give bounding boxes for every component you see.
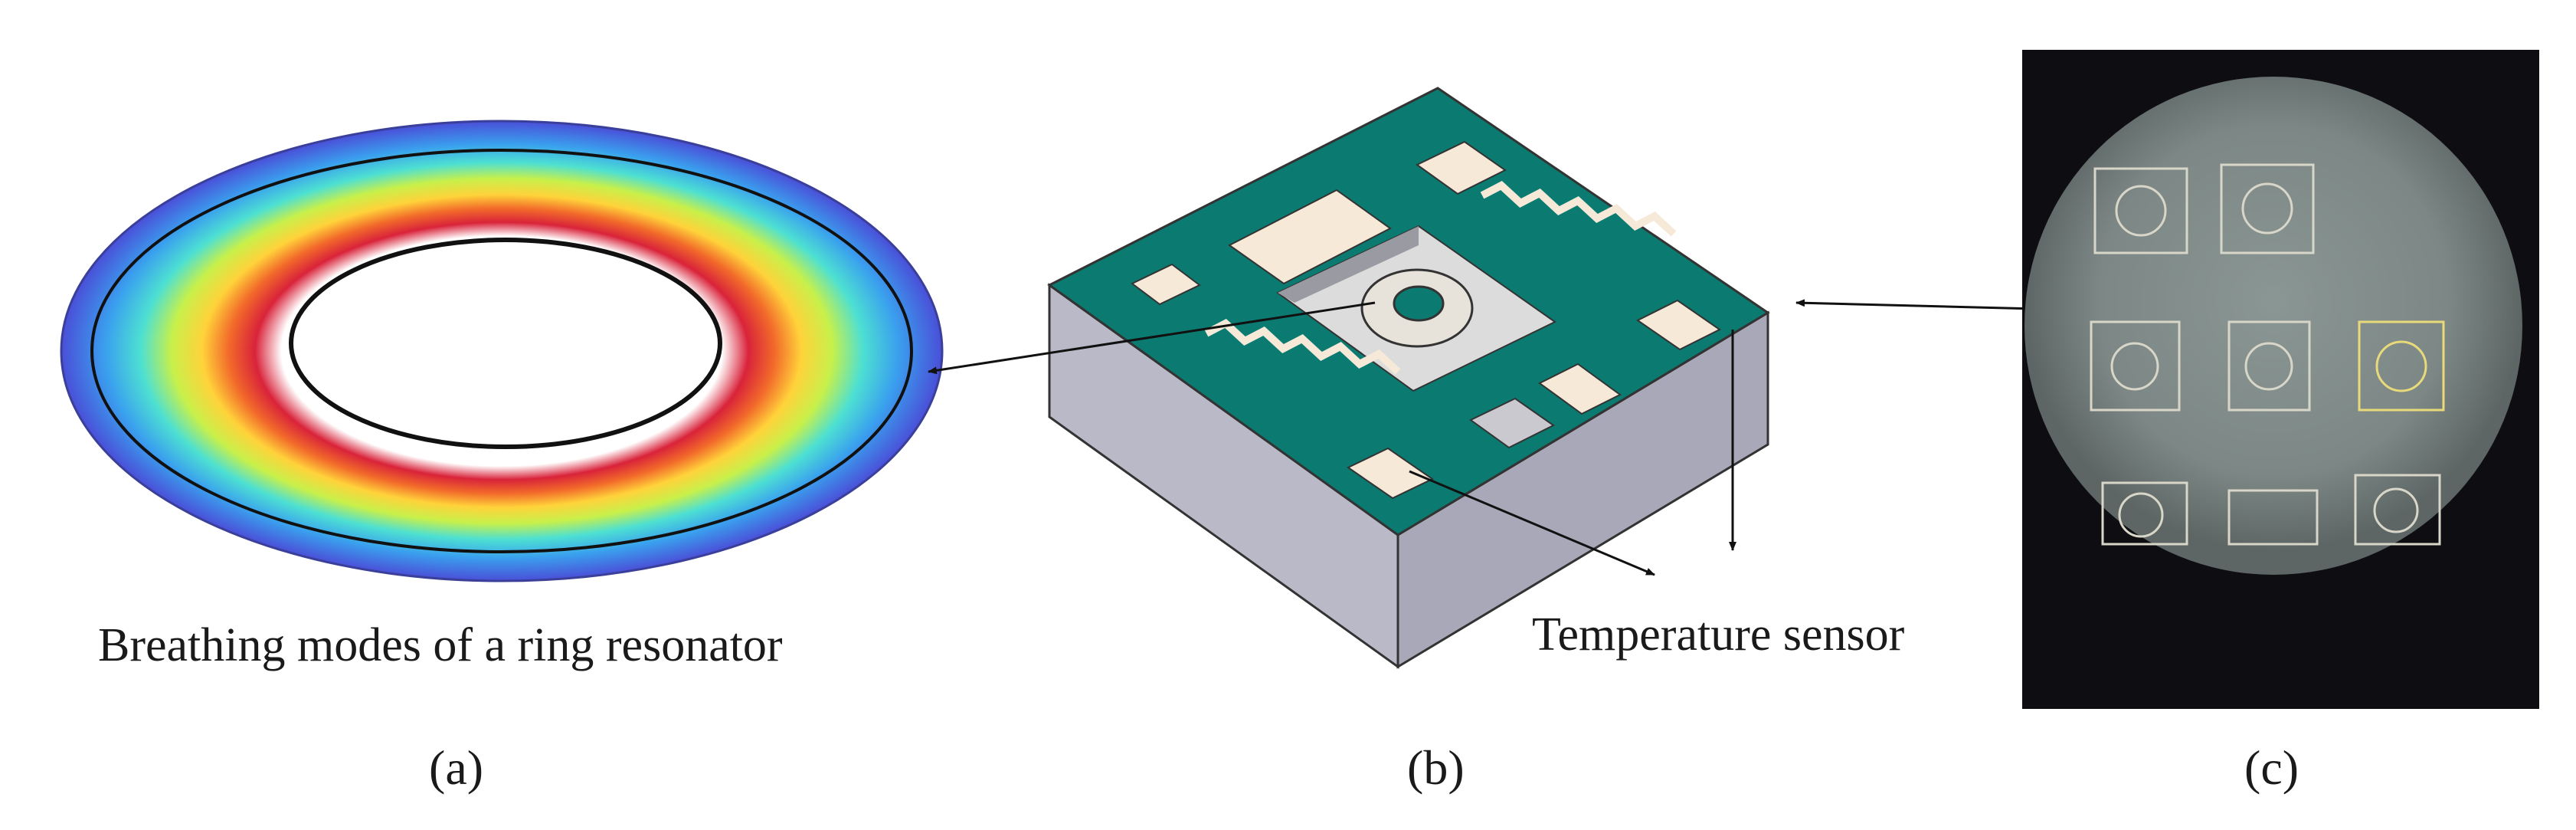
device-ring [2241, 182, 2293, 235]
pad [1538, 363, 1622, 415]
device-tile [2354, 474, 2441, 546]
device-ring [2110, 342, 2159, 391]
pad [1636, 299, 1721, 351]
resonator-inner-edge [289, 238, 722, 449]
device-ring [2118, 492, 2164, 538]
caption-b: Temperature sensor [1532, 609, 1905, 661]
device-tile [2090, 320, 2181, 412]
ring-resonator-mode [60, 120, 944, 582]
chip-ring-inner [1393, 285, 1445, 322]
device-tile [2220, 163, 2315, 254]
device-tile [2101, 481, 2188, 546]
bond-pads [1131, 140, 1721, 500]
device-ring [2244, 342, 2293, 391]
micrograph [2022, 50, 2539, 709]
arrow-sensor-1 [1409, 470, 1655, 576]
device-array [2090, 163, 2445, 546]
panel-label-b: (b) [1407, 740, 1465, 795]
pad [1416, 140, 1507, 195]
device-ring [2375, 340, 2427, 392]
device-ring [2115, 185, 2167, 237]
caption-a: Breathing modes of a ring resonator [98, 619, 783, 671]
sensor-chip [1047, 87, 1770, 669]
device-tile [2227, 320, 2311, 412]
panel-label-a: (a) [429, 740, 483, 795]
pad [1131, 263, 1201, 306]
small-recess [1469, 397, 1555, 449]
mode-field-ring [60, 120, 944, 582]
resonator-outer-edge [90, 149, 913, 553]
device-tile [2227, 489, 2319, 546]
meander-resistor-top [1480, 180, 1677, 237]
device-tile [2358, 320, 2445, 412]
panel-label-c: (c) [2244, 740, 2299, 795]
pad [1228, 189, 1392, 285]
arrow-to-mode [928, 301, 1376, 375]
microscope-field [2024, 77, 2522, 575]
device-ring [2373, 487, 2419, 533]
meander-resistor-left [1204, 318, 1401, 375]
recess-shadow [1278, 226, 1419, 303]
device-tile [2093, 167, 2188, 254]
pad [1347, 447, 1434, 500]
